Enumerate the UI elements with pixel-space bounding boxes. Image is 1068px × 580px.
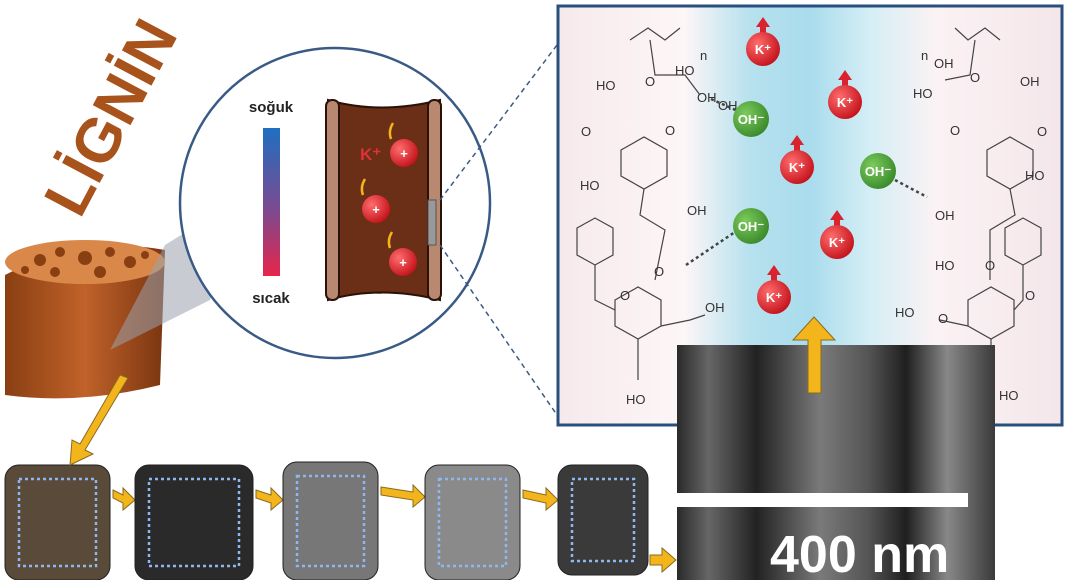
lignin-bond-skeleton <box>576 27 1042 380</box>
potassium-ion: K⁺ <box>828 70 862 119</box>
right-arrow-icon <box>522 486 559 512</box>
chem-atom-label: HO <box>935 258 955 273</box>
up-arrow-icon <box>790 135 804 153</box>
chem-atom-label: O <box>1037 124 1047 139</box>
chem-atom-label: OH <box>718 98 738 113</box>
chem-atom-label: HO <box>675 63 695 78</box>
wood-block-icon <box>5 240 165 399</box>
hydroxide-ion: OH⁻ <box>860 153 896 189</box>
up-arrow-icon <box>838 70 852 88</box>
down-arrow-icon <box>69 374 129 466</box>
motion-arrow-icon <box>388 122 395 140</box>
cation-particle: + <box>387 231 417 276</box>
potassium-label: K⁺ <box>829 235 845 250</box>
chem-atom-label: n <box>921 48 928 63</box>
plus-sign: + <box>372 202 380 217</box>
potassium-ion: K⁺ <box>746 17 780 66</box>
chem-atom-label: HO <box>895 305 915 320</box>
potassium-ion: K⁺ <box>780 135 814 184</box>
plus-sign: + <box>400 146 408 161</box>
potassium-label: K⁺ <box>789 160 805 175</box>
chem-atom-label: O <box>654 264 664 279</box>
right-arrow-icon <box>255 486 284 512</box>
potassium-ion: K⁺ <box>820 210 854 259</box>
chem-atom-label: OH <box>705 300 725 315</box>
sem-tile <box>557 464 649 576</box>
hydroxide-ion: OH⁻ <box>733 208 769 244</box>
motion-arrow-icon <box>360 178 367 196</box>
right-arrow-icon <box>112 486 136 512</box>
right-arrow-icon <box>380 483 426 509</box>
chem-atom-label: OH <box>935 208 955 223</box>
chem-atom-label: OH <box>1020 74 1040 89</box>
sem-tile <box>4 464 111 580</box>
chem-atom-label: O <box>645 74 655 89</box>
chem-atom-label: O <box>665 123 675 138</box>
chem-atom-label: OH <box>697 90 717 105</box>
chem-atom-label: O <box>938 311 948 326</box>
chem-atom-label: HO <box>626 392 646 407</box>
chem-atom-label: O <box>581 124 591 139</box>
up-arrow-icon <box>767 265 781 283</box>
up-arrow-icon <box>791 316 837 394</box>
scale-bar-label: 400 nm <box>770 526 949 580</box>
zoom-line-bottom <box>439 244 558 416</box>
chem-atom-label: HO <box>596 78 616 93</box>
chem-atom-label: HO <box>999 388 1019 403</box>
lignin-title: LİGNİN <box>31 9 191 227</box>
hydroxide-ion: OH⁻ <box>733 101 769 137</box>
sem-micrograph <box>677 345 995 580</box>
up-arrow-icon <box>756 17 770 35</box>
potassium-label: K⁺ <box>755 42 771 57</box>
chem-atom-label: n <box>700 48 707 63</box>
hydroxide-label: OH⁻ <box>865 164 892 179</box>
plus-sign: + <box>399 255 407 270</box>
chem-atom-label: OH <box>687 203 707 218</box>
sem-tile <box>424 464 521 580</box>
temperature-gradient-bar <box>263 128 280 276</box>
sem-tile <box>282 461 379 580</box>
motion-arrow-icon <box>387 231 394 249</box>
chem-atom-label: HO <box>1025 168 1045 183</box>
chem-atom-label: O <box>620 288 630 303</box>
chem-atom-label: HO <box>580 178 600 193</box>
cation-particle: + <box>388 122 418 167</box>
chem-atom-label: HO <box>913 86 933 101</box>
cold-label: soğuk <box>249 99 294 116</box>
chem-atom-label: OH <box>934 56 954 71</box>
chem-atom-label: O <box>1025 288 1035 303</box>
chem-atom-label: O <box>970 70 980 85</box>
hot-label: sıcak <box>252 290 290 307</box>
potassium-label: K⁺ <box>837 95 853 110</box>
channel-k-label: K⁺ <box>360 145 381 164</box>
scale-bar <box>677 493 968 507</box>
potassium-ion: K⁺ <box>757 265 791 314</box>
sem-tile <box>134 464 254 580</box>
potassium-label: K⁺ <box>766 290 782 305</box>
right-arrow-icon <box>649 546 677 574</box>
hydroxide-label: OH⁻ <box>738 112 765 127</box>
chem-atom-label: O <box>950 123 960 138</box>
chem-atom-label: O <box>985 258 995 273</box>
cation-particle: + <box>360 178 390 223</box>
up-arrow-icon <box>830 210 844 228</box>
hydroxide-label: OH⁻ <box>738 219 765 234</box>
